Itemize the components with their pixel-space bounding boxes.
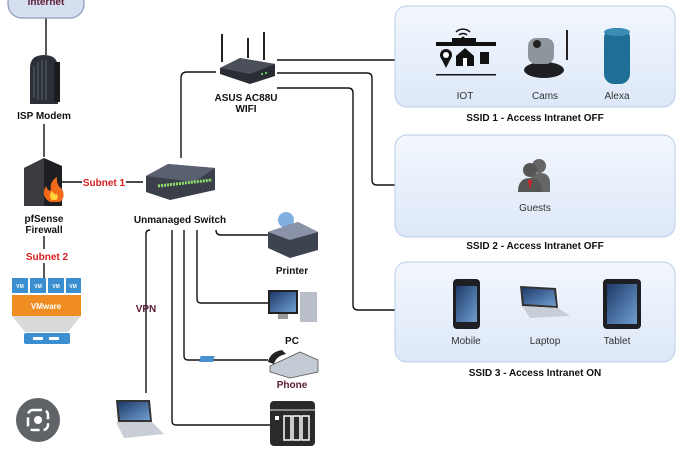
switch-label: Unmanaged Switch	[134, 215, 226, 226]
tablet-label: Tablet	[604, 336, 631, 347]
ssid-1-title: SSID 1 - Access Intranet OFF	[466, 113, 603, 124]
internet-cloud: Internet	[7, 0, 85, 19]
camera-lens-icon	[34, 416, 42, 424]
camera-icon	[524, 30, 568, 78]
alexa-icon	[604, 28, 630, 84]
tablet-icon	[603, 279, 641, 329]
connections	[43, 18, 395, 426]
vm-label: VM	[16, 284, 24, 290]
nas-icon	[270, 401, 315, 446]
iot-icon	[436, 28, 496, 76]
vmware-icon: VM VM VM VM VMware	[12, 278, 81, 344]
vm-label: VM	[52, 284, 60, 290]
modem-label: ISP Modem	[17, 111, 71, 122]
laptop-icon	[520, 286, 570, 318]
internet-label: Internet	[28, 0, 65, 8]
mobile-icon	[453, 279, 480, 329]
subnet1-label: Subnet 1	[83, 178, 126, 189]
ssid-2-group: Guests	[394, 134, 676, 238]
vm-label: VM	[69, 284, 77, 290]
phone-label: Phone	[277, 380, 308, 391]
router-label-2: WIFI	[235, 104, 256, 115]
alexa-label: Alexa	[604, 91, 629, 102]
switch-icon	[146, 164, 215, 200]
ssid-3-title: SSID 3 - Access Intranet ON	[469, 368, 601, 379]
cams-label: Cams	[532, 91, 558, 102]
subnet2-label: Subnet 2	[26, 252, 69, 263]
ssid-3-group: Mobile Laptop Tablet	[394, 261, 676, 363]
laptop-label: Laptop	[530, 336, 561, 347]
modem-icon	[30, 55, 60, 104]
router-label-1: ASUS AC88U	[215, 93, 278, 104]
lens-search-button[interactable]	[16, 398, 60, 442]
vpn-label: VPN	[136, 304, 157, 315]
firewall-label-2: Firewall	[25, 225, 62, 236]
guests-label: Guests	[519, 203, 551, 214]
mobile-label: Mobile	[451, 336, 481, 347]
ssid-1-group: IOT Cams Alexa	[394, 5, 676, 108]
vm-label: VM	[34, 284, 42, 290]
guests-icon	[518, 159, 550, 192]
vpn-laptop-icon	[116, 400, 164, 438]
printer-icon	[268, 212, 318, 258]
firewall-icon	[24, 158, 64, 206]
firewall-label-1: pfSense	[25, 214, 64, 225]
pc-label: PC	[285, 336, 299, 347]
pc-icon	[268, 290, 317, 322]
iot-label: IOT	[457, 91, 474, 102]
printer-label: Printer	[276, 266, 308, 277]
vmware-label: VMware	[31, 302, 62, 311]
phone-icon	[199, 350, 319, 379]
router-icon	[220, 32, 275, 84]
ssid-2-title: SSID 2 - Access Intranet OFF	[466, 241, 603, 252]
